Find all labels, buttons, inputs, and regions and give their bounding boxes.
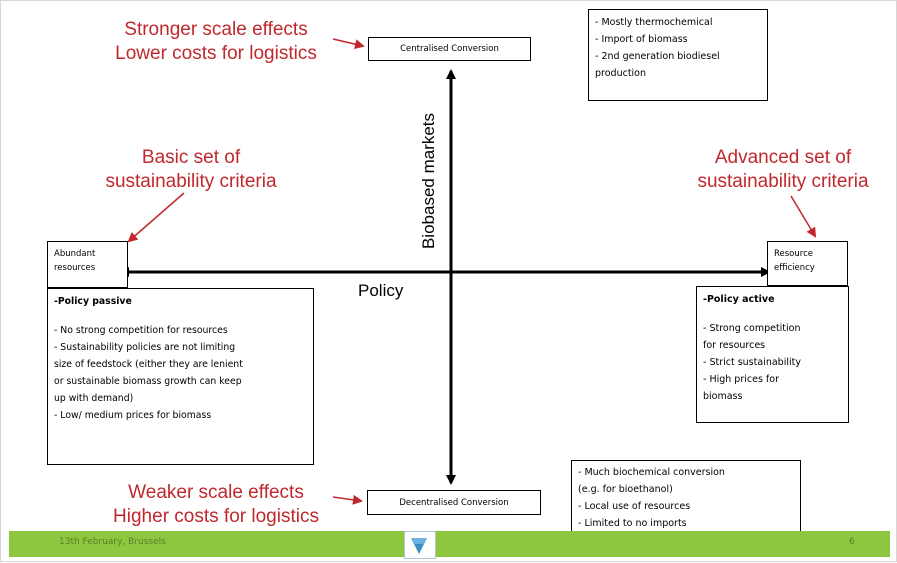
resource-efficiency-line-1: Resource (774, 249, 813, 259)
top-annotation: Stronger scale effects Lower costs for l… (101, 18, 331, 66)
arrow-bottom-annotation (332, 494, 363, 505)
arrow-left-annotation (127, 192, 185, 243)
policy-label: Policy (358, 281, 403, 301)
left-box: -Policy passive - No strong competition … (47, 288, 314, 465)
centralised-conversion-box: Centralised Conversion (368, 37, 531, 61)
top-annotation-line-2: Lower costs for logistics (115, 43, 317, 64)
bottom-right-line-1: - Much biochemical conversion (578, 467, 725, 478)
biobased-markets-text: Biobased markets (419, 112, 439, 250)
right-box-line-2: for resources (703, 340, 766, 351)
centralised-conversion-label: Centralised Conversion (400, 44, 499, 54)
abundant-resources-line-1: Abundant (54, 249, 96, 259)
left-box-line-1: - No strong competition for resources (54, 325, 228, 336)
bottom-right-line-4: - Limited to no imports (578, 518, 687, 529)
left-box-line-3: size of feedstock (either they are lenie… (54, 359, 243, 370)
top-right-box: - Mostly thermochemical - Import of biom… (588, 9, 768, 101)
bottom-right-line-3: - Local use of resources (578, 501, 691, 512)
arrow-top-annotation (332, 38, 365, 50)
top-right-line-4: production (595, 68, 647, 79)
abundant-resources-box: Abundant resources (47, 241, 128, 288)
biobased-markets-label: Biobased markets (419, 113, 439, 249)
left-box-line-2: - Sustainability policies are not limiti… (54, 342, 236, 353)
left-box-line-4: or sustainable biomass growth can keep (54, 376, 242, 387)
resource-efficiency-line-2: efficiency (774, 263, 815, 273)
decentralised-conversion-box: Decentralised Conversion (367, 490, 541, 515)
bottom-annotation-line-2: Higher costs for logistics (113, 506, 319, 527)
arrow-right-annotation (790, 195, 817, 238)
bottom-right-line-2: (e.g. for bioethanol) (578, 484, 673, 495)
bottom-annotation-line-1: Weaker scale effects (128, 482, 304, 503)
left-annotation-line-1: Basic set of (141, 147, 241, 168)
right-annotation-line-1: Advanced set of (714, 147, 852, 168)
policy-text: Policy (358, 281, 404, 300)
right-box-line-1: - Strong competition (703, 323, 801, 334)
resource-efficiency-box: Resource efficiency (767, 241, 848, 286)
left-box-line-6: - Low/ medium prices for biomass (54, 410, 212, 421)
footer-date: 13th February, Brussels (59, 537, 166, 547)
top-right-line-1: - Mostly thermochemical (595, 17, 713, 28)
top-right-line-3: - 2nd generation biodiesel (595, 51, 720, 62)
right-box-line-4: - High prices for (703, 374, 779, 385)
left-annotation-line-2: sustainability criteria (105, 171, 277, 192)
right-box-heading: -Policy active (703, 294, 775, 305)
footer-page-number: 6 (849, 537, 855, 547)
right-box: -Policy active - Strong competition for … (696, 286, 849, 423)
abundant-resources-line-2: resources (54, 263, 96, 273)
decentralised-conversion-label: Decentralised Conversion (399, 498, 509, 508)
right-annotation-line-2: sustainability criteria (697, 171, 869, 192)
left-box-line-5: up with demand) (54, 393, 134, 404)
right-annotation: Advanced set of sustainability criteria (668, 146, 897, 194)
top-right-line-2: - Import of biomass (595, 34, 688, 45)
top-annotation-line-1: Stronger scale effects (124, 19, 308, 40)
right-box-line-3: - Strict sustainability (703, 357, 801, 368)
right-box-line-5: biomass (703, 391, 743, 402)
logo-icon (404, 531, 436, 559)
left-box-heading: -Policy passive (54, 296, 132, 307)
footer-bar: 13th February, Brussels 6 (9, 531, 890, 559)
bottom-annotation: Weaker scale effects Higher costs for lo… (96, 481, 336, 529)
left-annotation: Basic set of sustainability criteria (76, 146, 306, 194)
